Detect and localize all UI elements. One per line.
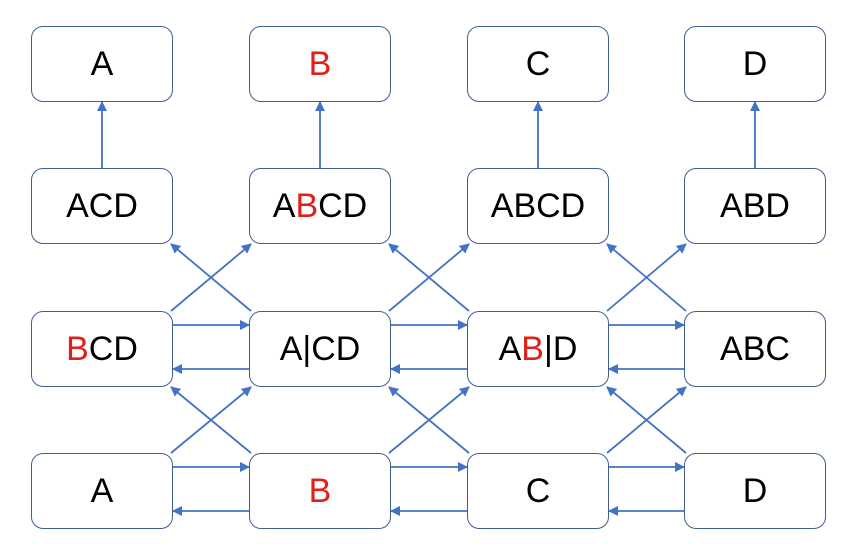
edge-r3c2-to-r2c1 [388,386,470,454]
node-label-segment: ABCD [490,186,586,225]
node-label-segment: B [308,44,332,83]
node-abc: ABC [684,311,826,387]
node-label-segment: ACD [66,186,138,225]
node-label-segment: C [525,471,551,510]
node-abcd: ABCD [467,168,609,244]
node-c-bottom: C [467,453,609,529]
node-acd: ACD [31,168,173,244]
node-label-segment: A [90,471,114,510]
node-a-top: A [31,26,173,102]
node-label-segment: B [66,329,89,368]
node-a-bottom: A [31,453,173,529]
node-b-bottom: B [249,453,391,529]
node-label-segment: D [742,471,768,510]
node-label-segment: D [742,44,768,83]
node-label-segment: A|CD [279,329,361,368]
node-abd: ABD [684,168,826,244]
node-label-segment: ABC [720,329,790,368]
edge-r2c3-to-r1c2 [606,243,687,312]
node-a-cd: A|CD [249,311,391,387]
node-b-top: B [249,26,391,102]
node-label-segment: CD [88,329,138,368]
node-d-bottom: D [684,453,826,529]
edge-r3c3-to-r2c2 [606,386,687,454]
node-label-segment: B [308,471,332,510]
node-c-top: C [467,26,609,102]
edge-r3c1-to-r2c0 [170,386,252,454]
edge-r2c2-to-r1c1 [388,243,470,312]
node-label-segment: B [521,329,544,368]
node-label-segment: ABD [720,186,790,225]
node-label-segment: B [295,186,319,225]
node-label-segment: |D [543,329,578,368]
edge-r2c1-to-r1c0 [170,243,252,312]
node-label-segment: A [90,44,114,83]
node-label-segment: CD [318,186,368,225]
node-label-segment: C [525,44,551,83]
node-d-top: D [684,26,826,102]
node-label-segment: A [272,186,296,225]
node-label-segment: A [498,329,522,368]
